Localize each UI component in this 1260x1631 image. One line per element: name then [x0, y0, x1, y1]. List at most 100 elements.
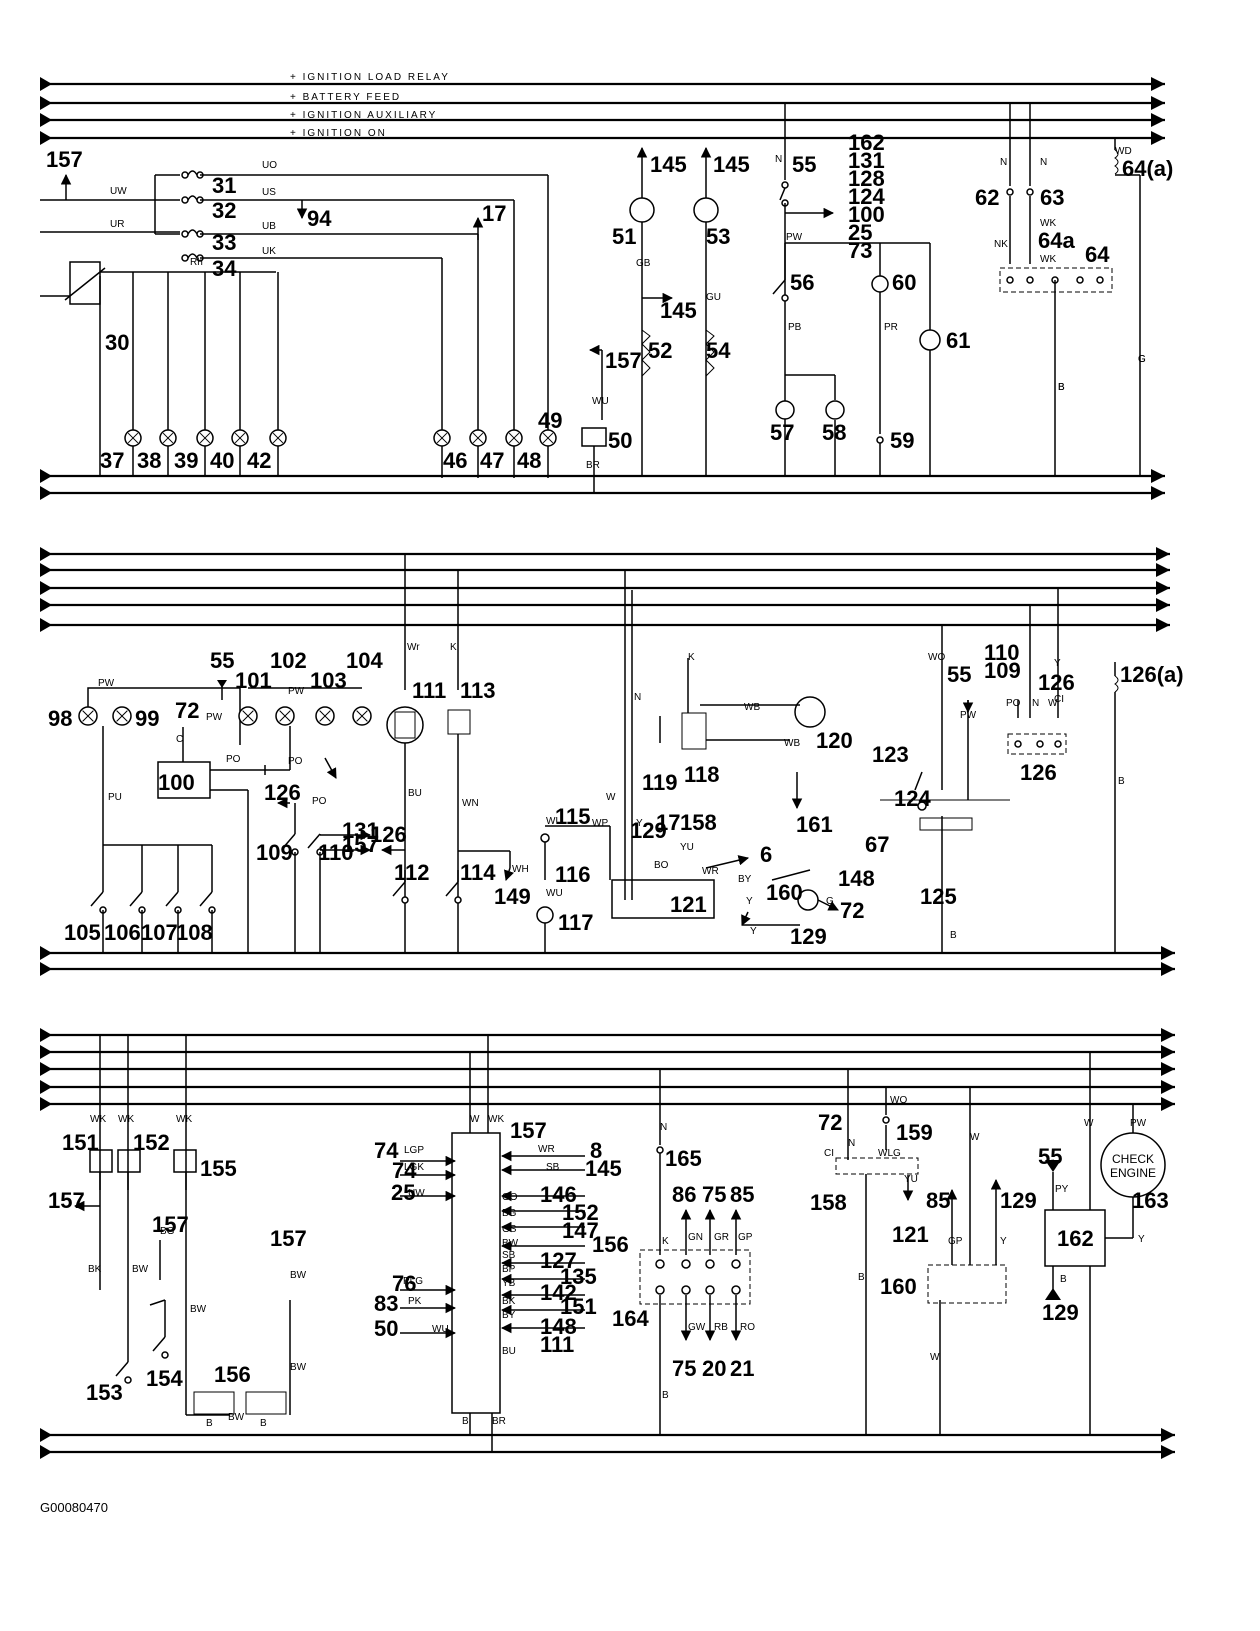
component-number-label: 124 — [894, 786, 931, 811]
wire — [165, 891, 179, 907]
wire-color-code: BW — [290, 1270, 307, 1281]
component-number-label: 112 — [394, 860, 430, 885]
wire-color-code: G — [826, 896, 834, 907]
component-number-label: 123 — [872, 742, 909, 767]
wire — [914, 771, 923, 791]
component-number-label: 126 — [370, 822, 407, 847]
connector-block-157 — [451, 1132, 501, 1414]
component-number-label: 99 — [135, 706, 159, 731]
wire-color-code: Y — [636, 818, 643, 829]
component-number-label: 145 — [713, 152, 750, 177]
bus-arrowhead — [1161, 1428, 1175, 1442]
wire — [127, 432, 139, 444]
terminal — [794, 696, 826, 728]
terminal — [731, 1259, 741, 1269]
component-number-label: 121 — [670, 892, 707, 917]
bus-arrowhead — [1161, 1445, 1175, 1459]
wire-color-code: PLG — [403, 1276, 423, 1287]
component-number-label: 60 — [892, 270, 916, 295]
wire-arrow — [504, 867, 514, 881]
wire — [115, 1361, 129, 1377]
component-number-label: 74 — [392, 1158, 417, 1183]
check-engine-text-2: ENGINE — [1110, 1166, 1156, 1180]
component-number-label: 115 — [555, 804, 591, 829]
wire-color-code: W — [470, 1114, 480, 1125]
component-number-label: 135 — [560, 1264, 597, 1289]
component-number-label: 129 — [1000, 1188, 1037, 1213]
bus-arrowhead — [1161, 1062, 1175, 1076]
bus-arrowhead — [1156, 581, 1170, 595]
control-box-100 — [157, 761, 211, 799]
wire-color-code: YU — [680, 842, 694, 853]
wire-color-code: CI — [1054, 694, 1064, 705]
component-number-label: 162 — [1057, 1226, 1094, 1251]
component-number-label: 53 — [706, 224, 730, 249]
component-number-label: 106 — [104, 920, 141, 945]
terminal — [181, 196, 189, 204]
component-number-label: 17 — [656, 810, 680, 835]
component-number-label: 129 — [790, 924, 827, 949]
component-number-label: 39 — [174, 448, 198, 473]
wire — [242, 710, 254, 722]
wire-color-code: K — [662, 1236, 669, 1247]
terminal — [731, 1285, 741, 1295]
terminal — [1054, 740, 1062, 748]
wire — [772, 279, 786, 295]
component-number-label: 127 — [540, 1248, 577, 1273]
component-number-label: 8 — [590, 1138, 602, 1163]
component-number-label: 164 — [612, 1306, 649, 1331]
wire-color-code: BW — [290, 1362, 307, 1373]
terminal — [656, 1146, 664, 1154]
component-number-label: 124 — [848, 184, 885, 209]
component-number-label: 76 — [392, 1271, 416, 1296]
bus-label-ignition-on: + IGNITION ON — [290, 128, 387, 139]
relay-coil — [1114, 149, 1119, 175]
bus-label-battery-feed: + BATTERY FEED — [290, 92, 401, 103]
component-number-label: 85 — [730, 1182, 754, 1207]
wire-color-code: CI — [824, 1148, 834, 1159]
wire-color-code: WN — [462, 798, 479, 809]
component-number-label: 30 — [105, 330, 129, 355]
component-number-label: 155 — [200, 1156, 237, 1181]
component-number-label: 63 — [1040, 185, 1064, 210]
component-number-label: 157 — [46, 147, 83, 172]
wire-color-code: PW — [288, 686, 305, 697]
wire — [282, 833, 296, 849]
wire-color-code: N — [1040, 157, 1047, 168]
bus-arrowhead — [1161, 1097, 1175, 1111]
horn-relay — [919, 817, 973, 831]
terminal — [181, 171, 189, 179]
component-number-label: 126 — [1020, 760, 1057, 785]
terminal — [655, 1259, 665, 1269]
wire-color-code: BW — [132, 1264, 149, 1275]
component-number-label: 157 — [605, 348, 642, 373]
warn-lamp-155 — [173, 1149, 197, 1173]
component-number-label: 160 — [880, 1274, 917, 1299]
component-number-label: 156 — [592, 1232, 629, 1257]
component-number-label: 75 — [702, 1182, 726, 1207]
component-number-label: 47 — [480, 448, 504, 473]
component-number-label: 165 — [665, 1146, 702, 1171]
wire-color-code: WR — [702, 866, 719, 877]
wire-color-code: B — [858, 1272, 865, 1283]
component-number-label: 125 — [920, 884, 957, 909]
wire-color-code: GR — [714, 1232, 729, 1243]
component-number-label: 55 — [210, 648, 234, 673]
bus-label-ignition-load-relay: + IGNITION LOAD RELAY — [290, 72, 450, 83]
module-121 — [611, 879, 715, 919]
wire — [234, 432, 246, 444]
wire-color-code: WB — [744, 702, 760, 713]
component-number-label: 126(a) — [1120, 662, 1184, 687]
wire-color-code: WU — [546, 888, 563, 899]
component-number-label: 20 — [702, 1356, 726, 1381]
component-number-label: 83 — [374, 1291, 398, 1316]
wire-color-code: N — [1032, 698, 1039, 709]
wire — [64, 267, 106, 301]
terminal — [871, 275, 889, 293]
fog-lamp — [245, 1391, 287, 1415]
bus-arrowhead — [1151, 131, 1165, 145]
wire-color-code: W — [606, 792, 616, 803]
wire-color-code: UW — [408, 1188, 425, 1199]
fog-lamp — [193, 1391, 235, 1415]
component-number-label: 157 — [510, 1118, 547, 1143]
